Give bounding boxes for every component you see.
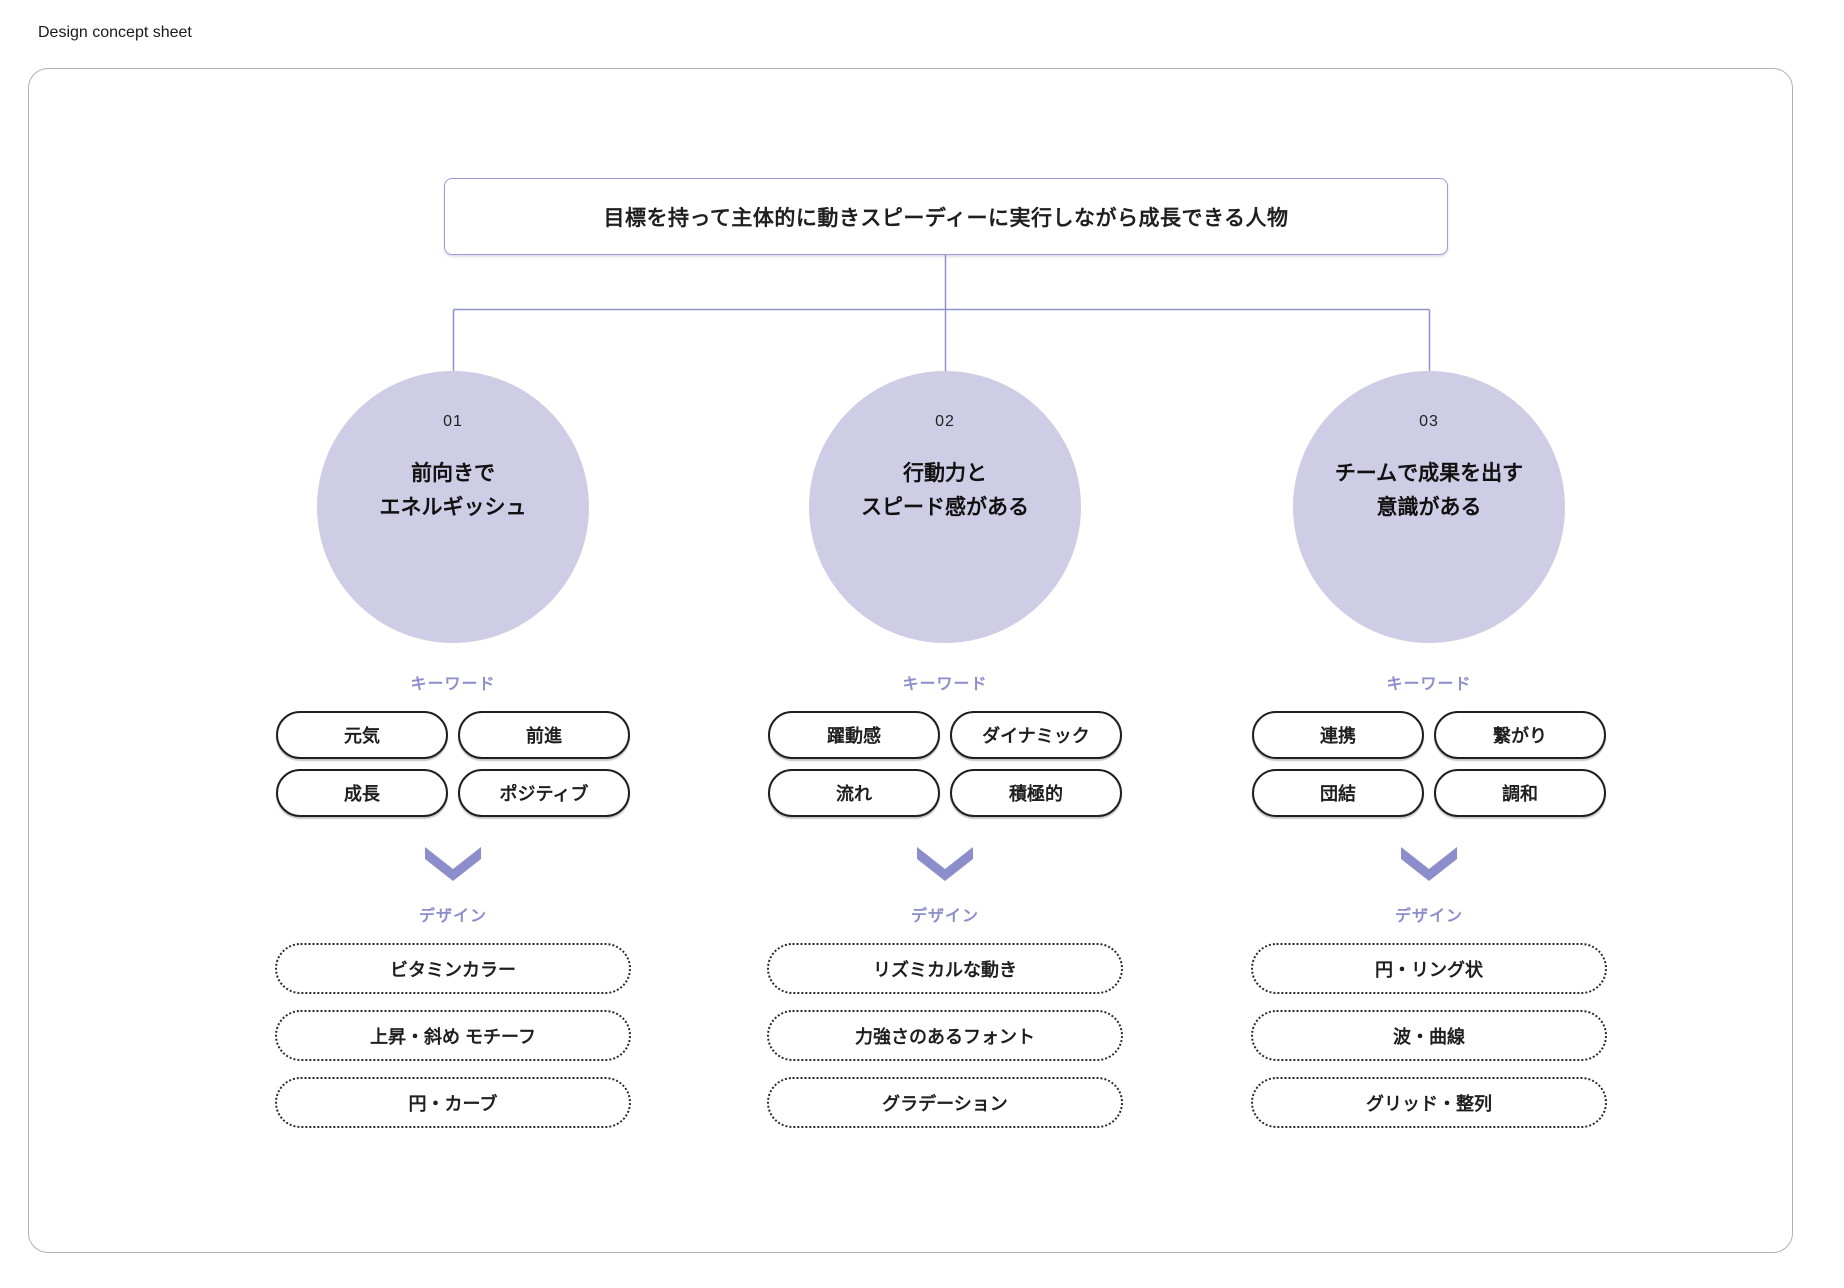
circle-title: チームで成果を出す 意識がある [1335,457,1523,524]
design-label: デザイン [418,908,487,925]
keyword-pill: 躍動感 [768,711,940,759]
circle-title-line: 行動力と [903,462,987,485]
design-list: ビタミンカラー 上昇・斜め モチーフ 円・カーブ [275,943,631,1128]
goal-box: 目標を持って主体的に動きスピーディーに実行しながら成長できる人物 [444,178,1448,255]
concept-circle-01: 01 前向きで エネルギッシュ [317,371,589,643]
design-list: リズミカルな動き 力強さのあるフォント グラデーション [767,943,1123,1128]
concept-column-03: 03 チームで成果を出す 意識がある キーワード 連携 繋がり 団結 調和 デザ… [1239,371,1619,1128]
design-pill: 円・カーブ [275,1077,631,1128]
design-pill: 力強さのあるフォント [767,1010,1123,1061]
circle-title-line: 意識がある [1376,495,1482,519]
chevron-down-icon [1401,847,1457,881]
keyword-pill: 団結 [1252,769,1424,817]
circle-number: 01 [443,413,463,430]
keyword-pill: 元気 [276,711,448,759]
keyword-pill: ポジティブ [458,769,630,817]
design-pill: 円・リング状 [1251,943,1607,994]
design-pill: グリッド・整列 [1251,1077,1607,1128]
keyword-label: キーワード [902,676,988,693]
keyword-pill: 連携 [1252,711,1424,759]
circle-number: 03 [1419,413,1439,430]
concept-circle-02: 02 行動力と スピード感がある [809,371,1081,643]
keyword-pill: 成長 [276,769,448,817]
design-label: デザイン [910,908,979,925]
concept-column-01: 01 前向きで エネルギッシュ キーワード 元気 前進 成長 ポジティブ デザイ… [263,371,643,1128]
design-pill: 波・曲線 [1251,1010,1607,1061]
design-pill: 上昇・斜め モチーフ [275,1010,631,1061]
concept-column-02: 02 行動力と スピード感がある キーワード 躍動感 ダイナミック 流れ 積極的… [755,371,1135,1128]
keyword-pill: 流れ [768,769,940,817]
keyword-list: 元気 前進 成長 ポジティブ [276,711,630,817]
circle-title-line: エネルギッシュ [379,495,527,519]
design-list: 円・リング状 波・曲線 グリッド・整列 [1251,943,1607,1128]
keyword-list: 連携 繋がり 団結 調和 [1252,711,1606,817]
design-pill: ビタミンカラー [275,943,631,994]
keyword-pill: 繋がり [1434,711,1606,759]
keyword-label: キーワード [1386,676,1472,693]
keyword-label: キーワード [410,676,496,693]
design-label: デザイン [1394,908,1463,925]
keyword-pill: 前進 [458,711,630,759]
concept-circle-03: 03 チームで成果を出す 意識がある [1293,371,1565,643]
circle-title-line: 前向きで [411,462,495,485]
goal-text: 目標を持って主体的に動きスピーディーに実行しながら成長できる人物 [603,206,1289,230]
circle-number: 02 [935,413,955,430]
design-pill: リズミカルな動き [767,943,1123,994]
circle-title: 前向きで エネルギッシュ [380,457,527,524]
keyword-pill: 調和 [1434,769,1606,817]
circle-title-line: スピード感がある [861,495,1029,519]
keyword-list: 躍動感 ダイナミック 流れ 積極的 [768,711,1122,817]
page-title: Design concept sheet [38,24,192,41]
chevron-down-icon [425,847,481,881]
concept-sheet-card: 目標を持って主体的に動きスピーディーに実行しながら成長できる人物 01 前向きで… [28,68,1793,1253]
design-pill: グラデーション [767,1077,1123,1128]
circle-title: 行動力と スピード感がある [861,457,1029,524]
circle-title-line: チームで成果を出す [1334,462,1524,485]
chevron-down-icon [917,847,973,881]
keyword-pill: ダイナミック [950,711,1122,759]
keyword-pill: 積極的 [950,769,1122,817]
